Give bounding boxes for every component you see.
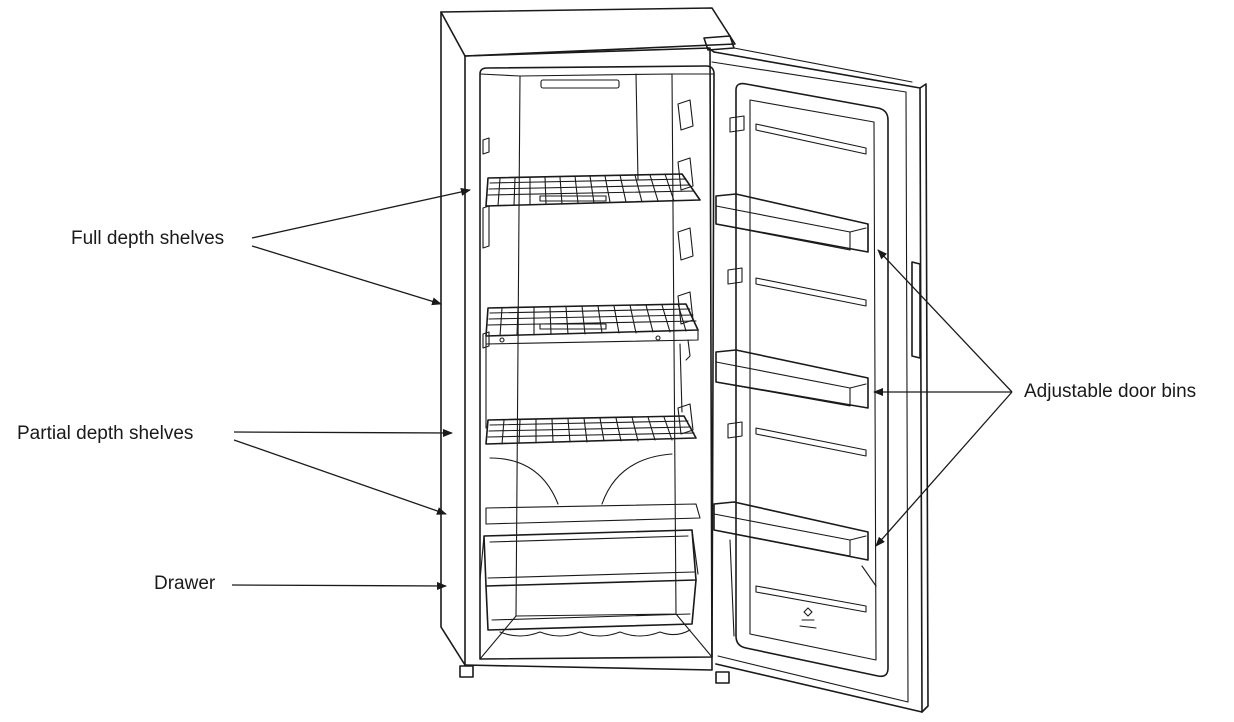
full-depth-shelf-2 (485, 303, 699, 345)
interior (479, 65, 715, 660)
door-bin-3 (713, 501, 869, 561)
partial-depth-shelf-2 (485, 415, 697, 445)
pointer-arrows (231, 188, 1013, 590)
label-adjustable-door-bins: Adjustable door bins (1024, 381, 1197, 402)
recycle-logo (799, 607, 817, 629)
full-depth-shelf-1 (485, 173, 701, 207)
partial-depth-shelf-1 (485, 339, 691, 429)
door-bin-1 (715, 193, 869, 253)
drawer (479, 529, 699, 637)
label-drawer: Drawer (154, 573, 216, 594)
label-full-depth-shelves: Full depth shelves (71, 228, 225, 249)
cabinet (440, 7, 736, 684)
label-partial-depth-shelves: Partial depth shelves (17, 423, 194, 444)
door-bin-2 (715, 349, 869, 409)
door (703, 35, 929, 713)
